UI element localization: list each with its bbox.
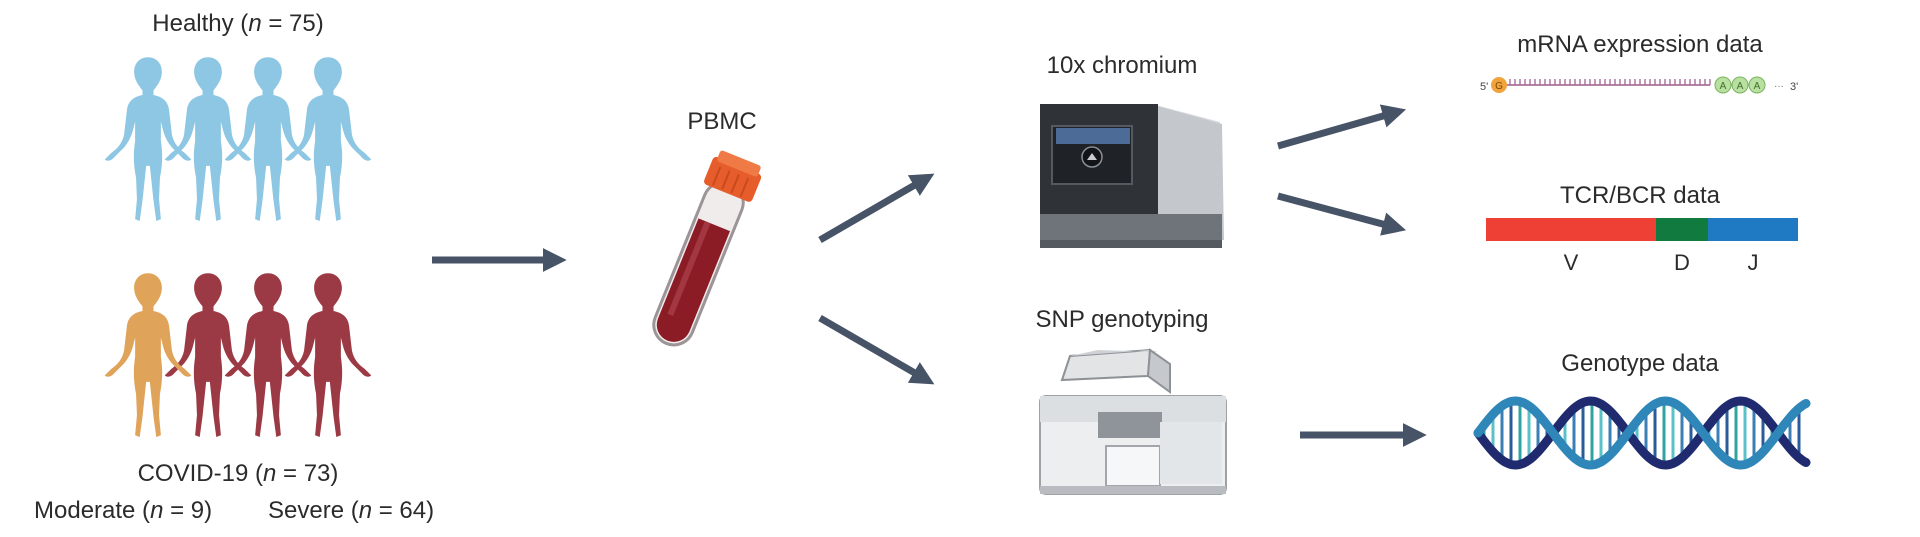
arrow-icon — [1277, 104, 1407, 150]
moderate-person-icon — [104, 273, 192, 438]
arrow-icon — [818, 173, 935, 244]
covid-label: COVID-19 (n = 73) — [137, 460, 339, 487]
d-segment — [1656, 218, 1708, 241]
severe-person-icon — [284, 273, 372, 438]
v-segment — [1486, 218, 1656, 241]
tcr-bcr-label: TCR/BCR data — [1559, 182, 1721, 209]
dna-helix-icon — [1473, 396, 1811, 470]
mrna-expression-label: mRNA expression data — [1517, 31, 1763, 58]
severe-person-icon — [224, 273, 312, 438]
blood-tube-icon — [652, 150, 762, 347]
three-prime-label: 3' — [1790, 81, 1798, 93]
healthy-label: Healthy (n = 75) — [152, 10, 324, 37]
genotype-data-label: Genotype data — [1561, 350, 1719, 377]
arrow-icon — [1277, 192, 1407, 236]
chromium-instrument-icon — [1040, 104, 1224, 248]
tcr-bcr-bar: V D J — [1486, 218, 1798, 275]
j-segment — [1708, 218, 1798, 241]
healthy-person-icon — [104, 57, 192, 222]
healthy-group-icon — [104, 57, 372, 222]
chromium-label: 10x chromium — [1046, 52, 1198, 79]
mrna-strand-icon: 5' G A A A ··· 3' — [1480, 76, 1798, 94]
j-segment-label: J — [1748, 250, 1759, 275]
trailing-dots: ··· — [1774, 81, 1784, 92]
five-prime-label: 5' — [1480, 81, 1488, 93]
polya-label: A — [1720, 81, 1727, 92]
severe-person-icon — [164, 273, 252, 438]
healthy-person-icon — [164, 57, 252, 222]
healthy-person-icon — [224, 57, 312, 222]
d-segment-label: D — [1674, 250, 1690, 275]
healthy-person-icon — [284, 57, 372, 222]
polya-label: A — [1754, 81, 1761, 92]
polya-label: A — [1737, 81, 1744, 92]
severe-label: Severe (n = 64) — [268, 497, 435, 524]
pbmc-label: PBMC — [687, 108, 757, 135]
v-segment-label: V — [1564, 250, 1579, 275]
arrow-icon — [818, 314, 935, 385]
snp-genotyping-label: SNP genotyping — [1035, 306, 1209, 333]
moderate-label: Moderate (n = 9) — [34, 497, 213, 524]
cap-label: G — [1495, 81, 1503, 92]
covid-group-icon — [104, 273, 372, 438]
snp-genotyping-instrument-icon — [1039, 348, 1227, 495]
